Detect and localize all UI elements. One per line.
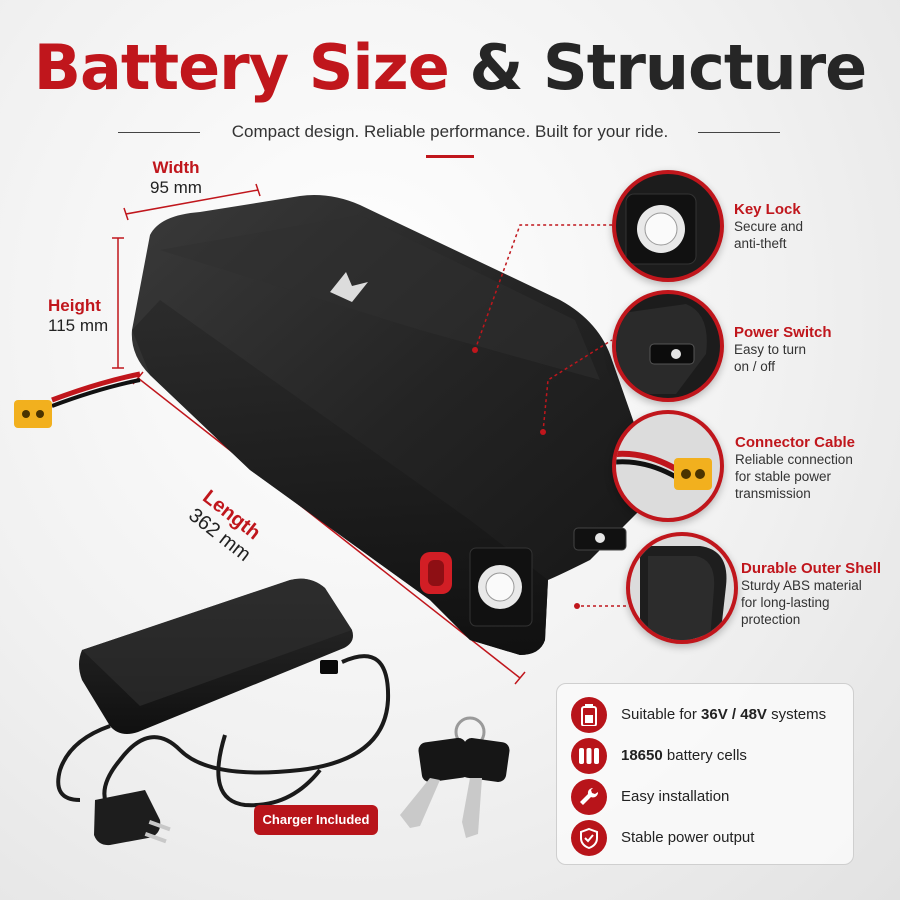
shield-icon <box>571 820 607 856</box>
feature-text: Easy installation <box>621 788 729 805</box>
callout-connector-cable: Connector Cable Reliable connection for … <box>735 434 855 502</box>
callout-outer-shell: Durable Outer Shell Sturdy ABS material … <box>741 560 881 628</box>
callout-desc: Reliable connection <box>735 452 853 467</box>
callout-title: Key Lock <box>734 201 801 218</box>
key-lock-detail <box>612 170 724 282</box>
height-title: Height <box>48 296 101 315</box>
title-rest: & Structure <box>469 31 867 104</box>
subtitle: Compact design. Reliable performance. Bu… <box>231 122 669 141</box>
title-highlight: Battery Size <box>33 31 450 104</box>
feature-text-pre: Suitable for <box>621 706 702 723</box>
battery-cable <box>14 371 141 428</box>
callout-desc: transmission <box>735 486 811 501</box>
cells-icon <box>571 738 607 774</box>
features-panel: Suitable for 36V / 48V systems 18650 bat… <box>556 683 854 865</box>
connector-cable-detail <box>612 410 724 522</box>
width-label: Width 95 mm <box>150 158 202 198</box>
feature-item: Easy installation <box>571 779 851 815</box>
feature-text-bold: 18650 <box>621 747 663 764</box>
callout-desc: for stable power <box>735 469 832 484</box>
battery-icon <box>571 697 607 733</box>
feature-item: Stable power output <box>571 820 851 856</box>
callout-title: Connector Cable <box>735 434 856 451</box>
callout-desc: Sturdy ABS material <box>741 578 862 593</box>
width-value: 95 mm <box>150 178 202 197</box>
width-dimension-line <box>123 183 261 221</box>
battery-body <box>131 195 645 655</box>
feature-text-pre: Stable power output <box>621 829 755 846</box>
feature-text-post: systems <box>766 706 827 723</box>
callout-desc: protection <box>741 612 801 627</box>
callout-key-lock: Key Lock Secure and anti-theft <box>734 201 803 252</box>
callout-desc: Easy to turn <box>734 342 807 357</box>
feature-text-bold: 36V / 48V <box>701 706 767 723</box>
callout-title: Power Switch <box>734 324 832 341</box>
height-dimension-line <box>112 237 124 369</box>
feature-text: 18650 battery cells <box>621 747 747 764</box>
callout-title: Durable Outer Shell <box>741 560 882 577</box>
height-label: Height 115 mm <box>48 296 108 336</box>
power-switch-detail <box>612 290 724 402</box>
charger <box>56 578 391 846</box>
feature-text: Stable power output <box>621 829 754 846</box>
callout-power-switch: Power Switch Easy to turn on / off <box>734 324 832 375</box>
feature-item: 18650 battery cells <box>571 738 851 774</box>
page-title: Battery Size & Structure <box>0 28 900 108</box>
feature-item: Suitable for 36V / 48V systems <box>571 697 851 733</box>
subtitle-divider-left <box>118 132 200 133</box>
callout-desc: anti-theft <box>734 236 787 251</box>
subtitle-row: Compact design. Reliable performance. Bu… <box>0 120 900 144</box>
width-title: Width <box>152 158 200 177</box>
subtitle-divider-right <box>698 132 780 133</box>
callout-desc: on / off <box>734 359 776 374</box>
callout-connectors <box>474 224 630 607</box>
wrench-icon <box>571 779 607 815</box>
height-value: 115 mm <box>48 316 109 335</box>
feature-text-pre: Easy installation <box>621 788 730 805</box>
callout-desc: for long-lasting <box>741 595 830 610</box>
callout-desc: Secure and <box>734 219 804 234</box>
outer-shell-detail <box>626 532 738 644</box>
feature-text: Suitable for 36V / 48V systems <box>621 706 826 723</box>
charger-included-badge: Charger Included <box>254 805 378 835</box>
xt60-connector <box>14 400 52 428</box>
feature-text-post: battery cells <box>662 747 747 764</box>
title-underline <box>426 155 474 158</box>
keys <box>400 716 510 838</box>
